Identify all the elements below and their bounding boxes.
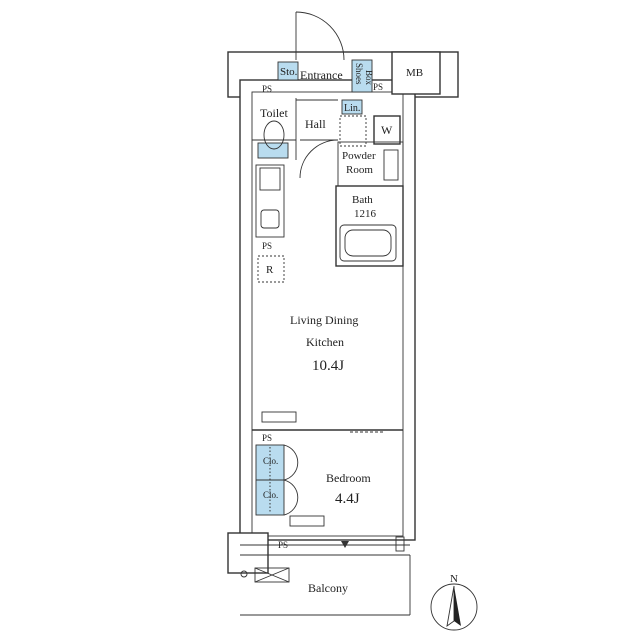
toilet-label: Toilet bbox=[260, 106, 288, 120]
storage-label: Sto. bbox=[280, 66, 298, 78]
entrance-label: Entrance bbox=[300, 68, 343, 82]
compass-north-label: N bbox=[450, 573, 458, 585]
linen-dashed-area bbox=[339, 115, 367, 147]
storage-box bbox=[277, 61, 299, 81]
floor-heater-bedroom bbox=[289, 515, 325, 527]
ldk-label-1: Living Dining bbox=[290, 313, 358, 327]
pipe-space-label-balcony: PS bbox=[278, 540, 288, 550]
closet-label-2: Clo. bbox=[263, 490, 278, 500]
ldk-label-2: Kitchen bbox=[306, 335, 344, 349]
bath-room bbox=[335, 185, 404, 267]
shoes-box bbox=[351, 59, 373, 93]
vanity bbox=[383, 149, 399, 181]
north-compass-icon bbox=[430, 583, 478, 631]
balcony-label: Balcony bbox=[308, 581, 348, 595]
ldk-size-label: 10.4J bbox=[312, 358, 344, 374]
hall-area bbox=[296, 99, 339, 179]
shoes-box-label-2: Box bbox=[364, 70, 374, 86]
bath-label-1: Bath bbox=[352, 194, 373, 206]
refrigerator-space bbox=[257, 255, 285, 283]
kitchen-counter bbox=[255, 164, 285, 238]
refrigerator-label: R bbox=[266, 264, 274, 276]
bedroom-size-label: 4.4J bbox=[335, 491, 360, 507]
powder-room-label-1: Powder bbox=[342, 150, 376, 162]
entrance-door bbox=[295, 11, 345, 61]
closet-label-1: Clo. bbox=[263, 456, 278, 466]
pipe-space-label-top: PS bbox=[262, 84, 272, 94]
shoes-box-label-1: Shoes bbox=[354, 63, 364, 85]
pipe-space-label-entrance: PS bbox=[373, 82, 383, 92]
meter-box bbox=[391, 51, 441, 95]
bath-label-2: 1216 bbox=[354, 208, 377, 220]
meter-box-label: MB bbox=[406, 67, 423, 79]
floor-heater-ldk bbox=[261, 411, 297, 423]
pipe-space-label-bedroom: PS bbox=[262, 433, 272, 443]
bathtub bbox=[339, 224, 397, 262]
window-marker bbox=[341, 541, 349, 548]
powder-room-label-2: Room bbox=[346, 164, 373, 176]
bedroom-label: Bedroom bbox=[326, 471, 371, 485]
washer-label: W bbox=[381, 123, 393, 137]
closet-area bbox=[255, 444, 299, 516]
balcony-area bbox=[240, 554, 411, 616]
pipe-space-label-kitchen: PS bbox=[262, 241, 272, 251]
linen-closet bbox=[341, 99, 363, 115]
toilet-room bbox=[252, 98, 297, 160]
linen-label: Lin. bbox=[344, 103, 360, 114]
washer-space bbox=[373, 115, 401, 145]
hall-label: Hall bbox=[305, 117, 326, 131]
